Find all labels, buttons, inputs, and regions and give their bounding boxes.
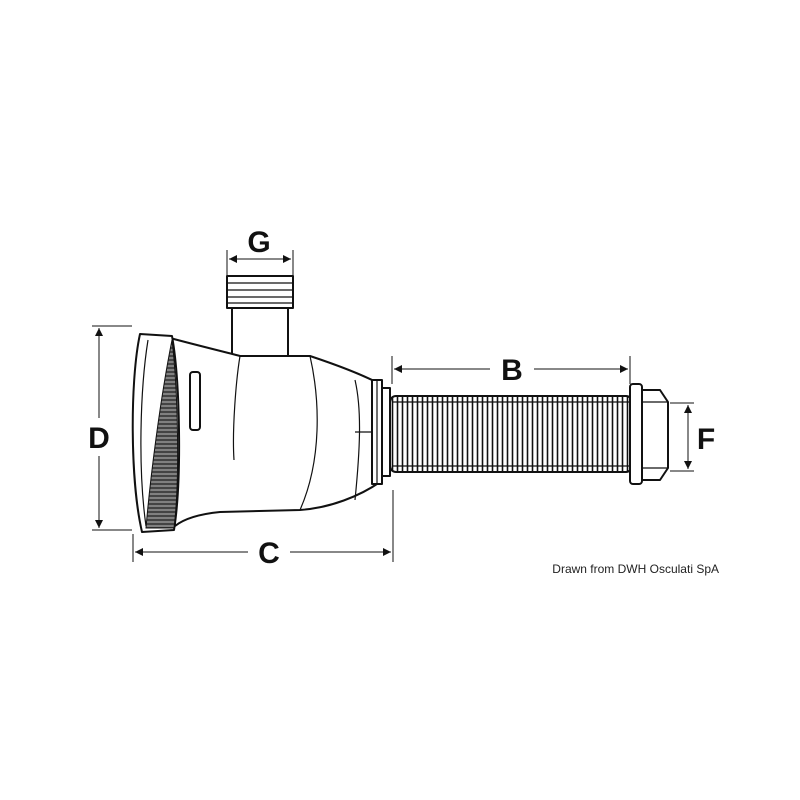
outlet-nipple bbox=[226, 275, 294, 359]
dimension-label-g: G bbox=[247, 226, 270, 259]
dimension-b: B bbox=[391, 354, 631, 387]
dimension-label-b: B bbox=[501, 354, 523, 387]
drawing-credit: Drawn from DWH Osculati SpA bbox=[552, 562, 719, 576]
strainer-grille bbox=[145, 339, 179, 529]
dimension-d: D bbox=[88, 325, 132, 531]
end-nut bbox=[629, 383, 669, 485]
dimension-label-d: D bbox=[88, 422, 110, 455]
dimension-c: C bbox=[132, 490, 394, 570]
dimension-f: F bbox=[670, 402, 715, 472]
dimension-label-c: C bbox=[258, 537, 280, 570]
corrugated-hose bbox=[389, 395, 633, 473]
pump-body bbox=[131, 275, 391, 533]
pump-housing bbox=[169, 337, 381, 527]
dimension-g: G bbox=[226, 226, 294, 276]
dimension-label-f: F bbox=[697, 423, 715, 456]
switch-slot bbox=[189, 371, 201, 431]
